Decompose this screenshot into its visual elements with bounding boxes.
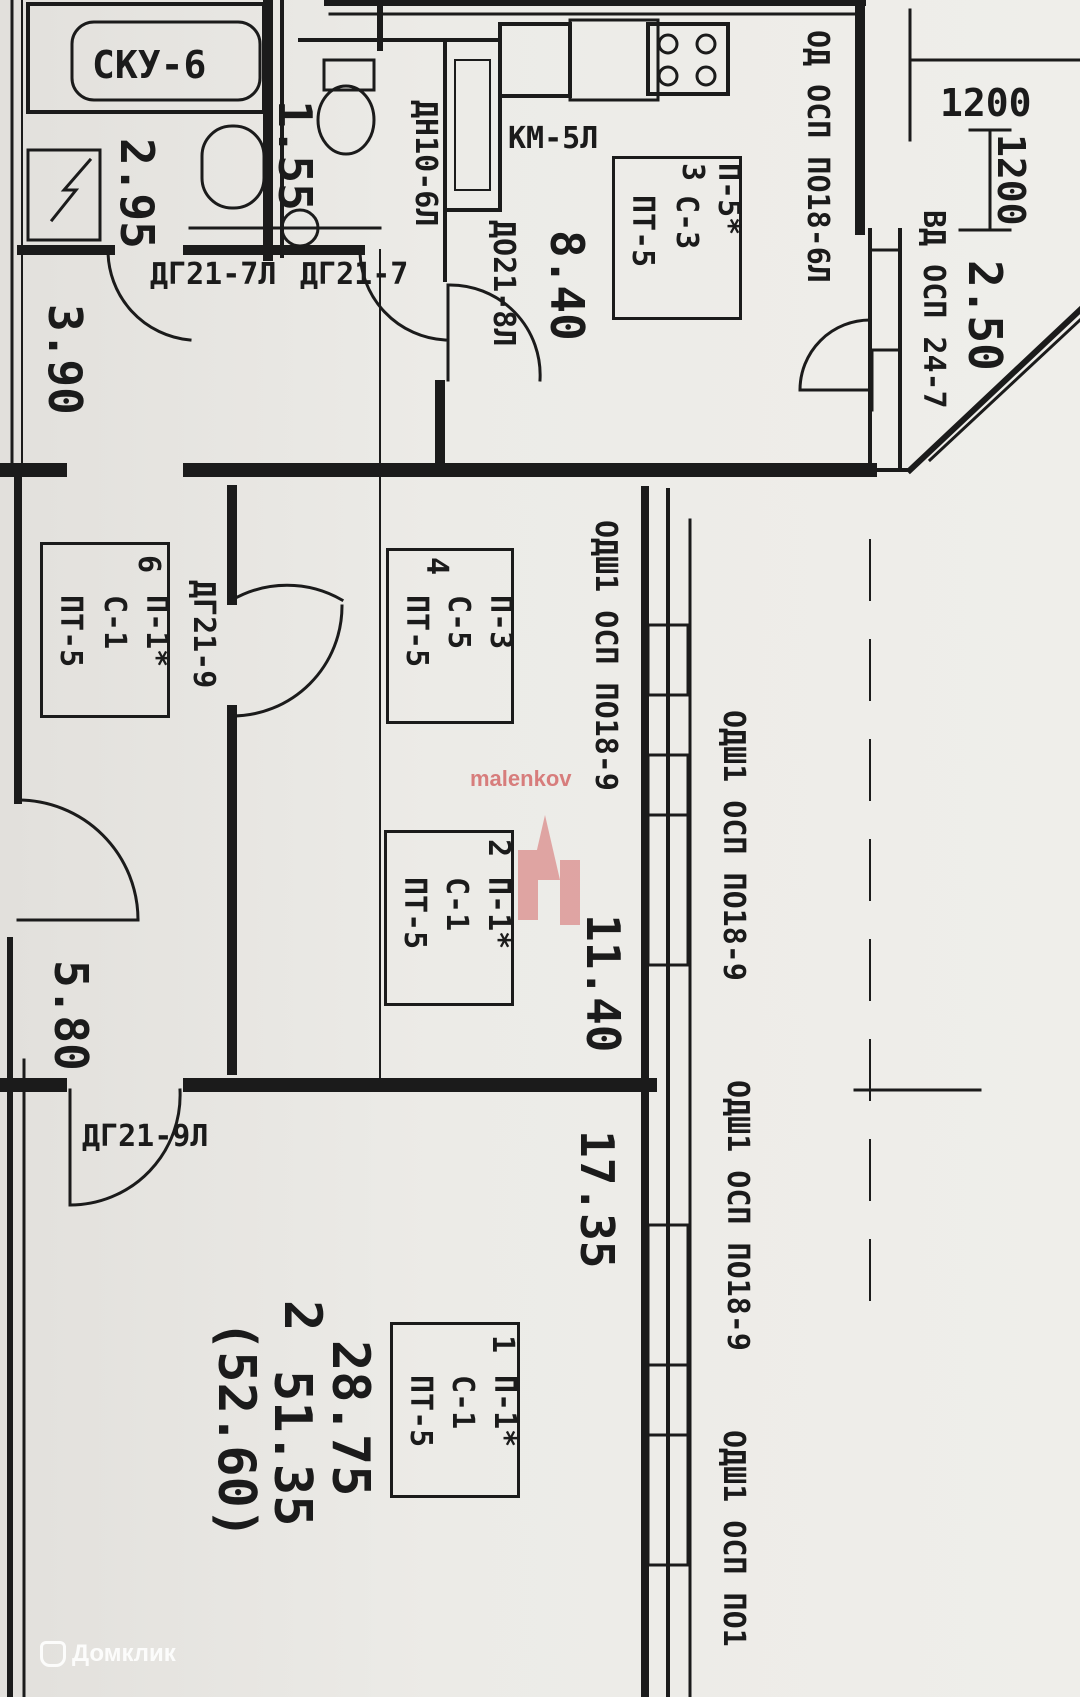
fixture-km: КМ-5Л: [508, 121, 599, 156]
door-label-2: ДГ21-7: [300, 257, 409, 292]
room3-c: С-3: [669, 195, 704, 250]
room2-table: 2 П-1* С-1 ПТ-5: [384, 830, 516, 1006]
rooms-count: 2: [272, 1300, 332, 1332]
area-hall: 5.80: [44, 960, 98, 1071]
dim-1200-horizontal: 1200: [940, 81, 1032, 125]
room1-c: С-1: [445, 1375, 480, 1430]
area-kitchen: 8.40: [540, 230, 594, 341]
room4-p: П-3: [483, 595, 518, 650]
room2-num: 2: [481, 839, 516, 858]
toilet: [316, 84, 376, 156]
door-label-1: ДГ21-7Л: [150, 257, 277, 292]
watermark-text: malenkov: [470, 766, 572, 791]
stove-counter: [443, 38, 502, 212]
room6-pt: ПТ-5: [53, 595, 88, 668]
area-total-loggia: (52.60): [206, 1320, 266, 1540]
area-corridor: 3.90: [38, 304, 92, 415]
room3-num: 3: [675, 163, 710, 182]
room4-table: 4 П-3 С-5 ПТ-5: [386, 548, 518, 724]
area-loggia: 2.50: [958, 260, 1012, 371]
house-icon: [40, 1641, 66, 1667]
room2-c: С-1: [439, 877, 474, 932]
door-label-4: ДГ21-9: [186, 580, 221, 689]
door-label-3: ДО21-8Л: [486, 220, 521, 347]
room6-p: П-1*: [139, 595, 174, 668]
door-label-6: ДН10-6Л: [408, 100, 443, 227]
sink-kitchen: [498, 22, 572, 98]
brand-label: Домклик: [72, 1640, 176, 1667]
fixture-od: ОД ОСП ПО18-6Л: [800, 30, 835, 283]
room6-table: 6 П-1* С-1 ПТ-5: [40, 542, 174, 718]
area-living: 28.75: [320, 1340, 380, 1497]
area-wc: 1.55: [268, 100, 322, 211]
area-room2: 11.40: [576, 914, 630, 1053]
window-label-4: ОДШ1 ОСП ПО1: [716, 1430, 751, 1647]
watermark-logo: [518, 815, 580, 925]
cooktop: [646, 22, 730, 96]
area-bath: 2.95: [110, 138, 164, 249]
room4-pt: ПТ-5: [399, 595, 434, 668]
room1-num: 1: [485, 1335, 520, 1354]
brand-badge: Домклик: [40, 1640, 176, 1668]
room3-table: П-5* С-3 ПТ-5 3: [612, 156, 746, 320]
room6-num: 6: [131, 555, 166, 574]
room1-table: 1 П-1* С-1 ПТ-5: [390, 1322, 522, 1498]
window-label-3: ОДШ1 ОСП ПО18-9: [720, 1080, 755, 1351]
dim-1200-vertical: 1200: [989, 134, 1033, 226]
washing-machine: [26, 148, 102, 242]
window-label-1: ОДШ1 ОСП ПО18-9: [588, 520, 623, 791]
room1-pt: ПТ-5: [403, 1375, 438, 1448]
room1-p: П-1*: [487, 1375, 522, 1448]
room6-c: С-1: [97, 595, 132, 650]
sink: [200, 124, 266, 210]
window-label-2: ОДШ1 ОСП ПО18-9: [716, 710, 751, 981]
area-total: 51.35: [262, 1370, 322, 1527]
area-room1: 17.35: [570, 1130, 624, 1269]
room2-pt: ПТ-5: [397, 877, 432, 950]
fixture-sku: СКУ-6: [92, 43, 207, 87]
room4-num: 4: [419, 557, 454, 576]
room3-p: П-5*: [711, 163, 746, 236]
room4-c: С-5: [441, 595, 476, 650]
door-label-5: ДГ21-9Л: [82, 1119, 209, 1154]
room3-pt: ПТ-5: [625, 195, 660, 268]
room2-p: П-1*: [481, 877, 516, 950]
door-label-7: ВД ОСП 24-7: [916, 210, 951, 409]
